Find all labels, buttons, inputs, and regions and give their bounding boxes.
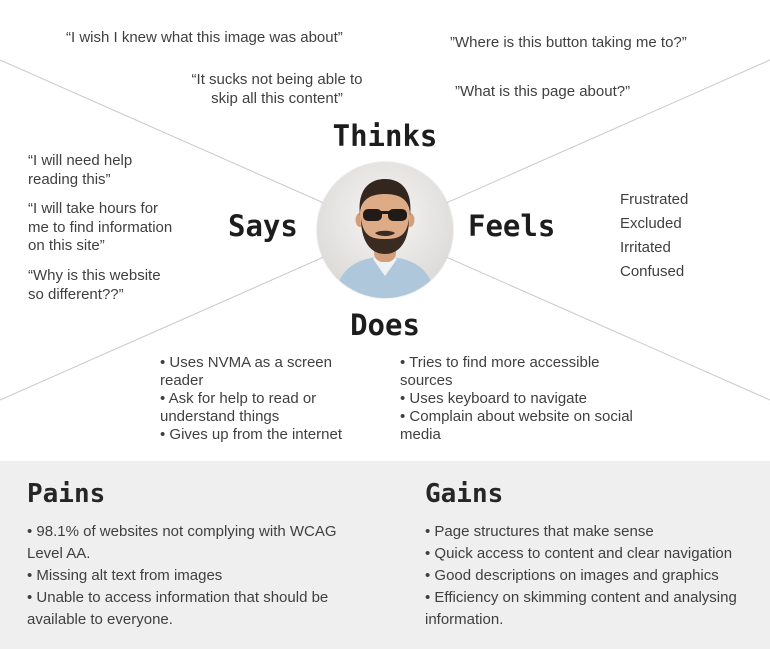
feels-item: Excluded <box>620 215 682 232</box>
persona-avatar <box>317 162 453 298</box>
says-quote-2: “I will take hours for me to find inform… <box>28 200 173 255</box>
thinks-quote-top-right: ”Where is this button taking me to?” <box>450 34 687 51</box>
pains-title: Pains <box>27 479 106 509</box>
gains-item: • Good descriptions on images and graphi… <box>425 567 719 584</box>
does-item: • Uses keyboard to navigate <box>400 390 588 407</box>
pains-list: • 98.1% of websites not complying with W… <box>27 521 367 631</box>
does-list-left: • Uses NVMA as a screen reader • Ask for… <box>160 354 356 444</box>
does-label: Does <box>350 308 420 342</box>
says-quote-3: “Why is this website so different??” <box>28 266 161 303</box>
says-quote-1: “I will need help reading this” <box>28 152 133 188</box>
gains-item: • Quick access to content and clear navi… <box>425 545 733 562</box>
feels-item: Irritated <box>620 239 671 256</box>
gains-item: • Page structures that make sense <box>425 523 654 540</box>
thinks-quote-mid-right: ”What is this page about?” <box>455 83 631 100</box>
thinks-label: Thinks <box>332 119 438 153</box>
pains-item: • Missing alt text from images <box>27 567 223 584</box>
feels-list: Frustrated Excluded Irritated Confused <box>620 188 688 284</box>
does-list-right: • Tries to find more accessible sources … <box>400 354 640 444</box>
says-label: Says <box>228 209 298 243</box>
does-item: • Gives up from the internet <box>160 426 342 443</box>
pains-item: • Unable to access information that shou… <box>27 589 329 628</box>
pains-gains-panel: Pains • 98.1% of websites not complying … <box>0 461 770 649</box>
does-item: • Complain about website on social media <box>400 408 633 443</box>
does-item: • Tries to find more accessible sources <box>400 354 600 389</box>
does-item: • Uses NVMA as a screen reader <box>160 354 332 389</box>
feels-item: Confused <box>620 263 685 280</box>
gains-title: Gains <box>425 479 504 509</box>
feels-item: Frustrated <box>620 191 689 208</box>
thinks-quote-top-left: “I wish I knew what this image was about… <box>66 29 343 46</box>
does-item: • Ask for help to read or understand thi… <box>160 390 317 425</box>
gains-list: • Page structures that make sense • Quic… <box>425 521 757 631</box>
man-with-sunglasses-icon <box>317 162 453 298</box>
thinks-quote-mid-left: “It sucks not being able to skip all thi… <box>191 71 363 108</box>
gains-item: • Efficiency on skimming content and ana… <box>425 589 737 628</box>
feels-label: Feels <box>468 209 556 243</box>
says-quotes-block: “I will need help reading this” “I will … <box>28 152 180 315</box>
pains-item: • 98.1% of websites not complying with W… <box>27 523 337 562</box>
